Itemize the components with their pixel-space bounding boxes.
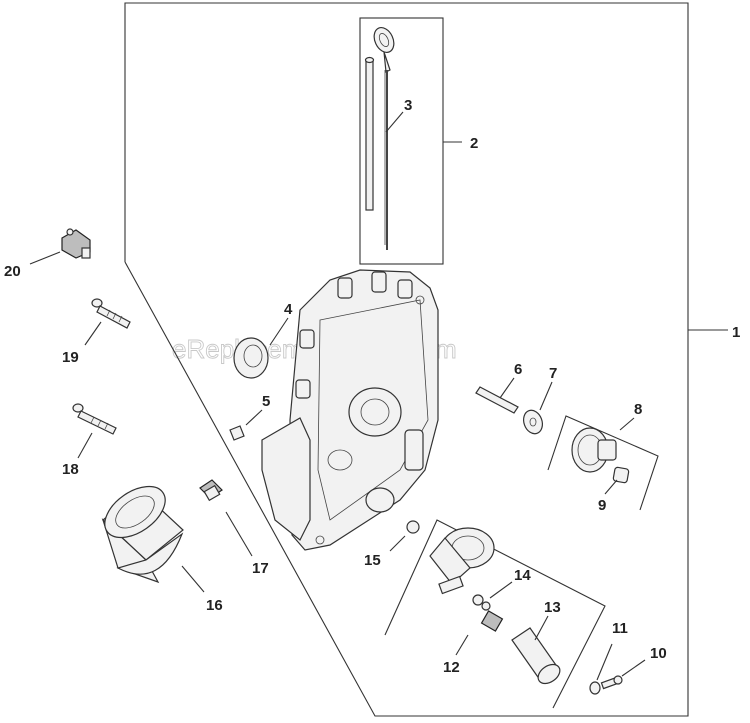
screw-10	[600, 675, 623, 690]
leader-4	[269, 317, 289, 346]
callout-20: 20	[4, 263, 21, 280]
dipstick-group-box	[359, 17, 444, 265]
callout-7: 7	[549, 365, 557, 382]
leader-12	[455, 634, 469, 656]
gear-shaft	[612, 466, 630, 484]
dipstick-tube	[364, 56, 375, 211]
callout-14: 14	[514, 567, 531, 584]
oil-filter	[101, 485, 184, 584]
callout-2: 2	[470, 135, 478, 152]
callout-17: 17	[252, 560, 269, 577]
governor-gear	[571, 427, 617, 473]
leader-18	[77, 432, 93, 459]
leader-9	[604, 479, 618, 495]
washer	[522, 409, 544, 435]
callout-13: 13	[544, 599, 561, 616]
oil-pressure-switch	[61, 228, 91, 259]
leader-17	[225, 511, 253, 557]
leader-19	[84, 321, 102, 346]
callout-10: 10	[650, 645, 667, 662]
relief-valve-parts	[472, 594, 504, 632]
leader-5	[245, 409, 263, 426]
leader-7	[539, 381, 553, 411]
callout-12: 12	[443, 659, 460, 676]
callout-19: 19	[62, 349, 79, 366]
oil-pump-group-bracket	[384, 519, 606, 709]
callout-1: 1	[732, 324, 740, 341]
callout-6: 6	[514, 361, 522, 378]
leader-14	[489, 581, 513, 599]
leader-20	[29, 251, 61, 265]
callout-15: 15	[364, 552, 381, 569]
leader-8	[619, 417, 635, 431]
leader-13	[534, 615, 549, 641]
leader-3	[385, 111, 404, 133]
leader-10	[621, 659, 646, 677]
oil-seal	[233, 337, 269, 379]
assembly-boundary	[124, 2, 689, 717]
drain-plug	[199, 479, 223, 502]
leader-15	[389, 535, 406, 552]
callout-11: 11	[612, 620, 628, 637]
washer-11	[589, 681, 601, 695]
callout-9: 9	[598, 497, 606, 514]
leader-16	[181, 565, 205, 593]
bolt-19	[91, 298, 131, 329]
gear-group-bracket	[547, 415, 659, 511]
leader-6	[499, 377, 515, 399]
o-ring	[406, 520, 420, 534]
callout-16: 16	[206, 597, 223, 614]
dipstick	[373, 27, 395, 250]
callout-8: 8	[634, 401, 642, 418]
shaft	[475, 386, 519, 414]
dowel-pin	[229, 425, 245, 441]
callout-5: 5	[262, 393, 270, 410]
pump-cover	[511, 627, 561, 685]
leader-11	[596, 643, 613, 681]
callout-3: 3	[404, 97, 412, 114]
closure-plate	[261, 269, 439, 551]
oil-pump	[429, 527, 495, 595]
callout-18: 18	[62, 461, 79, 478]
callout-4: 4	[284, 301, 293, 318]
bolt-18	[72, 403, 117, 435]
